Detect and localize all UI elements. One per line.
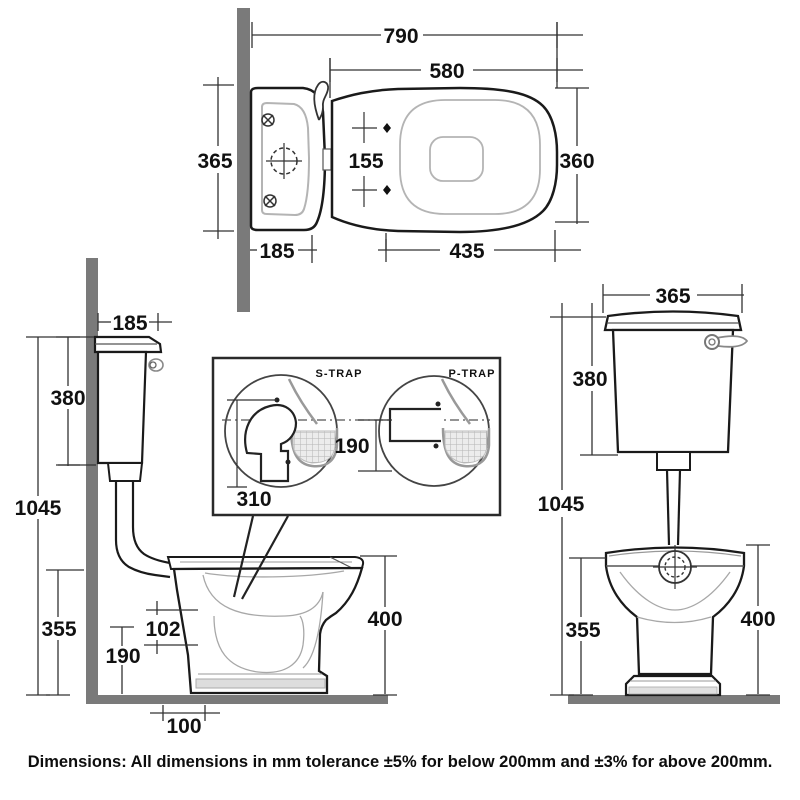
side-dim-outlet-setback: 100 <box>166 715 201 738</box>
s-trap-drawing <box>244 378 339 483</box>
plan-hinge-marker-bottom <box>383 185 391 195</box>
plan-hinge-marker-top <box>383 123 391 133</box>
side-dim-102-lines <box>144 601 198 654</box>
plan-dim-580-lines <box>329 58 583 98</box>
side-dim-inlet-offset: 102 <box>145 618 180 641</box>
side-flush-pipe-outer <box>114 481 171 579</box>
front-dim-cistern-height: 380 <box>572 368 607 391</box>
side-wall-bar <box>86 258 98 696</box>
side-cistern-body <box>96 350 148 465</box>
front-cistern-lid <box>603 310 743 332</box>
side-flush-pipe-inner <box>131 481 171 565</box>
side-pan-plinth-band <box>195 678 326 689</box>
front-dim-365-lines <box>602 284 744 313</box>
callout-line-right <box>241 515 289 600</box>
side-dim-cistern-depth: 185 <box>112 312 147 335</box>
plan-connector-tab <box>322 148 332 171</box>
side-seat-band <box>166 556 365 571</box>
side-view: 185 380 1045 355 102 <box>15 258 403 738</box>
front-floor-bar <box>568 695 780 704</box>
plan-wall-bar <box>237 8 250 312</box>
plan-dim-365-lines <box>203 77 234 239</box>
side-pan-interior-lines <box>202 570 345 674</box>
side-dim-cistern-height: 380 <box>50 387 85 410</box>
plan-dim-cistern-width: 365 <box>197 150 232 173</box>
plan-seat-center-opening <box>429 136 484 182</box>
front-inlet-target-marker <box>653 545 697 589</box>
s-trap-dim-310-lines <box>227 399 277 488</box>
front-view: 365 380 1045 <box>538 284 780 704</box>
side-dim-100-lines <box>150 705 220 721</box>
plan-cistern-screw-bottom <box>263 194 277 208</box>
side-dim-190-lines <box>110 626 134 694</box>
side-lever-knob-inner <box>149 361 157 369</box>
front-dim-pan-height: 400 <box>740 608 775 631</box>
plan-cistern-screw-top <box>261 113 275 127</box>
plan-dim-pan-length: 580 <box>429 60 464 83</box>
plan-seat-outline <box>330 86 559 234</box>
p-trap-drawing <box>388 378 491 468</box>
plan-dim-seat-width: 360 <box>559 150 594 173</box>
trap-dim-190-lines <box>358 419 392 472</box>
s-trap-label: S-TRAP <box>316 368 363 380</box>
plan-dim-overall-depth: 790 <box>383 25 418 48</box>
plan-dim-155-lines <box>352 112 377 207</box>
tolerance-note: Dimensions: All dimensions in mm toleran… <box>27 753 773 771</box>
plan-cistern-lid-inset <box>261 101 311 217</box>
front-dim-380-lines <box>550 303 618 456</box>
plan-dim-hinge-spacing: 155 <box>348 150 383 173</box>
front-cistern-base <box>656 451 691 471</box>
plan-dim-435-lines <box>378 230 581 262</box>
front-dim-overall-height: 1045 <box>538 493 585 516</box>
side-floor-bar <box>86 695 388 704</box>
front-flush-pipe <box>665 469 682 546</box>
toilet-dimension-diagram: 790 580 365 <box>15 8 780 738</box>
side-dim-overall-height: 1045 <box>15 497 62 520</box>
plan-dim-360-lines <box>555 87 589 224</box>
front-dim-400-lines <box>746 544 770 696</box>
side-seat-hinge-line <box>329 556 353 569</box>
side-dim-seat-height: 355 <box>41 618 76 641</box>
side-dim-outlet-height: 190 <box>105 645 140 668</box>
plan-flush-valve-marker <box>266 143 302 179</box>
plan-view: 790 580 365 <box>197 8 595 312</box>
s-trap-dim-drop: 310 <box>236 488 271 511</box>
side-dim-pan-height: 400 <box>367 608 402 631</box>
trap-dim-height: 190 <box>334 435 369 458</box>
plan-cistern-lever <box>313 80 329 121</box>
front-pan-plinth-band <box>628 686 718 695</box>
side-pan-outline <box>172 566 364 695</box>
plan-dim-790-lines <box>251 22 583 88</box>
front-dim-rim-height: 355 <box>565 619 600 642</box>
front-pan-outline <box>604 546 746 676</box>
side-dim-400-lines <box>360 555 397 696</box>
front-cistern-body <box>611 328 735 454</box>
trap-detail-box: S-TRAP P-TRAP 310 <box>211 356 502 517</box>
callout-line-left <box>232 515 255 598</box>
plan-dim-cistern-depth: 185 <box>259 240 294 263</box>
plan-seat-ring <box>399 99 541 215</box>
front-dim-355-lines <box>569 557 606 696</box>
p-trap-label: P-TRAP <box>449 368 496 380</box>
front-pan-interior-lines <box>619 571 731 624</box>
side-dim-355-lines <box>46 569 84 696</box>
side-dim-185-lines <box>97 313 172 331</box>
plan-dim-185-lines <box>250 235 317 263</box>
plan-dim-bowl-length: 435 <box>449 240 484 263</box>
front-dim-cistern-width: 365 <box>655 285 690 308</box>
side-cistern-base <box>106 462 144 482</box>
front-lever <box>704 334 749 350</box>
